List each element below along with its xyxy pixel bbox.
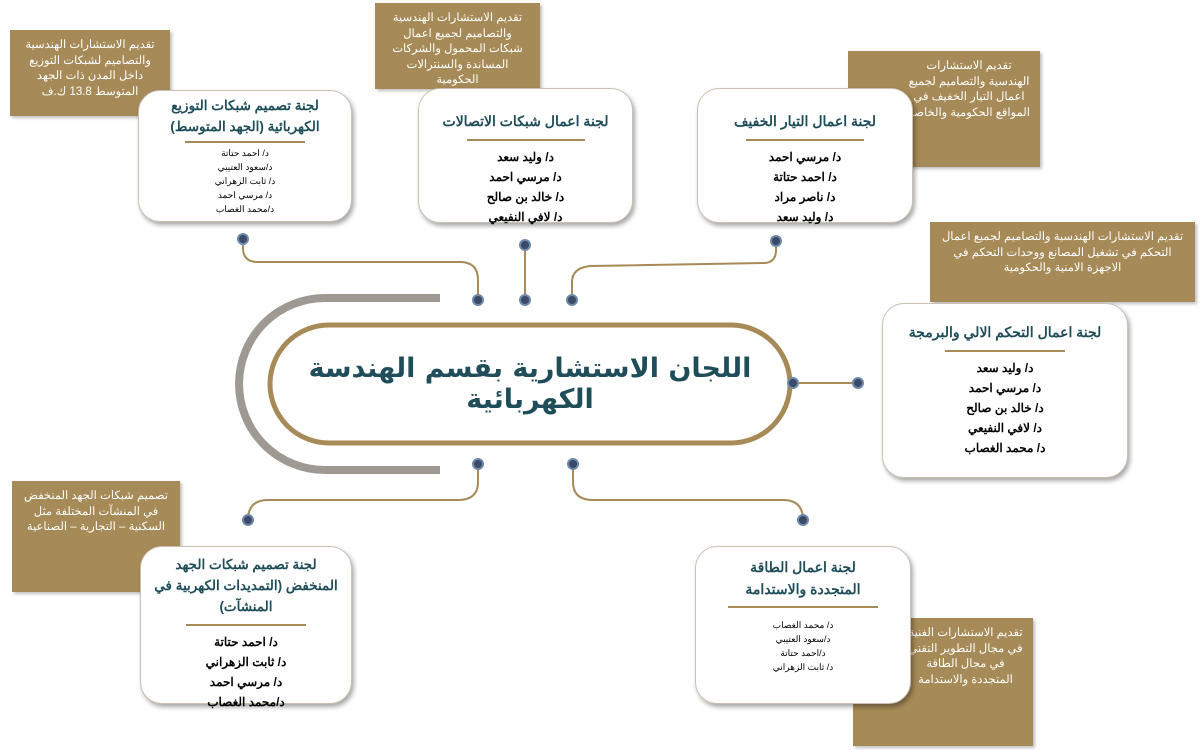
member-name: د/ احمد حتاتة (214, 634, 278, 649)
connector-dot (852, 377, 864, 389)
card-distribution: لجنة تصميم شبكات التوزيع الكهربائية (الج… (138, 90, 352, 222)
card-title: لجنة اعمال التيار الخفيف (733, 113, 877, 129)
member-name: د/ وليد سعد (976, 360, 1034, 375)
member-name: د/ مرسي احمد (209, 674, 283, 689)
connector-dot (237, 233, 249, 245)
desc-distribution: تقديم الاستشارات الهندسية والتصاميم لشبك… (10, 30, 170, 116)
member-list: د/ احمد حتاتة د/سعود العتيبي د/ ثابت الز… (139, 146, 351, 216)
connector-dot (472, 294, 484, 306)
member-name: د/محمد الغصاب (215, 203, 275, 214)
member-name: د/ احمد حتاتة (221, 147, 269, 158)
card-title: لجنة اعمال شبكات الاتصالات (442, 113, 609, 129)
card-divider (466, 138, 585, 141)
connector-dot (797, 514, 809, 526)
member-name: د/احمد حتاتة (780, 648, 826, 659)
card-divider (186, 623, 306, 626)
connector-dot (242, 514, 254, 526)
member-name: د/ مرسي احمد (968, 380, 1042, 395)
desc-telecom: تقديم الاستشارات الهندسية والتصاميم لجمي… (375, 3, 540, 89)
card-title: لجنة اعمال الطاقة المتجددة والاستدامة (745, 559, 861, 597)
member-name: د/ محمد الغصاب (772, 620, 834, 631)
member-list: د/ احمد حتاتة د/ ثابت الزهراني د/ مرسي ا… (141, 632, 351, 712)
card-renewable: لجنة اعمال الطاقة المتجددة والاستدامة د/… (695, 546, 911, 704)
connector-renewable (572, 464, 804, 521)
connector-low-voltage (247, 464, 479, 521)
connector-dot (770, 235, 782, 247)
connector-dot (519, 294, 531, 306)
member-name: د/ احمد حتاتة (773, 169, 837, 184)
member-name: د/ محمد الغصاب (964, 440, 1046, 455)
member-name: د/ ناصر مراد (774, 189, 836, 204)
member-name: د/ وليد سعد (776, 209, 834, 224)
member-name: د/سعود العتيبي (217, 161, 273, 172)
connector-dot (519, 239, 531, 251)
member-name: د/ وليد سعد (497, 149, 554, 164)
member-name: د/ خالد بن صالح (966, 400, 1044, 415)
card-light-current: لجنة اعمال التيار الخفيف د/ مرسي احمد د/… (697, 88, 913, 224)
member-name: د/ ثابت الزهراني (205, 654, 287, 669)
member-name: د/ ثابت الزهراني (772, 662, 834, 673)
member-list: د/ محمد الغصاب د/سعود العتيبي د/احمد حتا… (696, 618, 910, 674)
member-name: د/سعود العتيبي (775, 634, 831, 645)
main-title: اللجان الاستشارية بقسم الهندسة الكهربائي… (308, 353, 752, 415)
member-list: د/ وليد سعد د/ مرسي احمد د/ خالد بن صالح… (419, 147, 632, 227)
card-divider (728, 606, 878, 609)
member-name: د/ لافي النفيعي (967, 420, 1043, 435)
connector-dot (472, 458, 484, 470)
card-automation: لجنة اعمال التحكم الالي والبرمجة د/ وليد… (882, 303, 1128, 478)
member-name: د/محمد الغصاب (207, 694, 285, 709)
member-list: د/ مرسي احمد د/ احمد حتاتة د/ ناصر مراد … (698, 147, 912, 227)
member-name: د/ ثابت الزهراني (214, 175, 276, 186)
card-title: لجنة تصميم شبكات التوزيع الكهربائية (الج… (170, 98, 320, 134)
member-name: د/ لافي النفيعي (488, 209, 563, 224)
connector-dot (787, 377, 799, 389)
connector-dot (566, 294, 578, 306)
member-name: د/ مرسي احمد (217, 189, 273, 200)
card-low-voltage: لجنة تصميم شبكات الجهد المنخفض (التمديدا… (140, 546, 352, 709)
desc-automation: تقديم الاستشارات الهندسية والتصاميم لجمي… (930, 222, 1195, 302)
card-divider (185, 140, 305, 143)
card-title: لجنة تصميم شبكات الجهد المنخفض (التمديدا… (154, 557, 338, 614)
card-title: لجنة اعمال التحكم الالي والبرمجة (908, 324, 1102, 340)
connector-light-current (571, 241, 777, 300)
member-list: د/ وليد سعد د/ مرسي احمد د/ خالد بن صالح… (883, 358, 1127, 458)
card-telecom: لجنة اعمال شبكات الاتصالات د/ وليد سعد د… (418, 88, 633, 224)
member-name: د/ مرسي احمد (489, 169, 562, 184)
outer-gray-arc (235, 294, 440, 474)
connector-distribution (242, 239, 479, 300)
connector-dot (567, 458, 579, 470)
card-divider (945, 349, 1065, 352)
member-name: د/ خالد بن صالح (486, 189, 565, 204)
member-name: د/ مرسي احمد (768, 149, 842, 164)
card-divider (746, 138, 864, 141)
